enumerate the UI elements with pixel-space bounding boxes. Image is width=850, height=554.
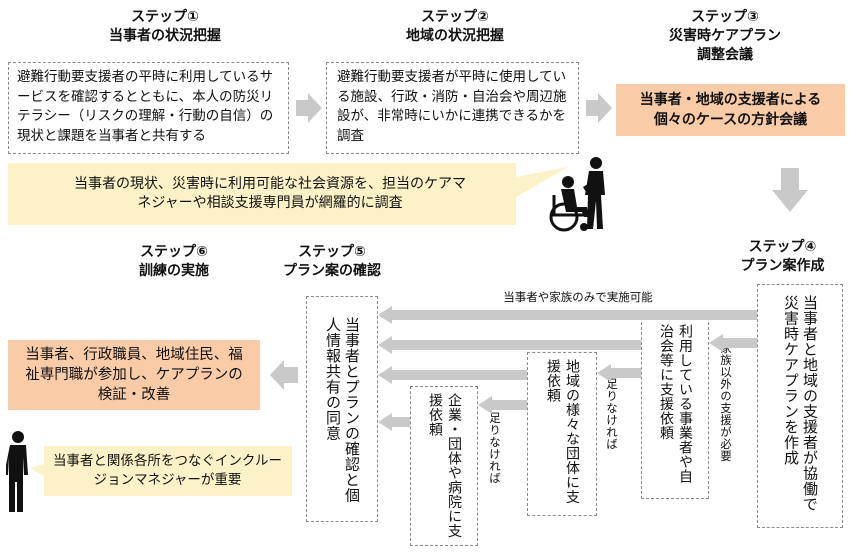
- plan-text: 当事者と地域の支援者が協働で災害時ケアプランを作成: [782, 295, 819, 512]
- callout-bottom-shape: [30, 446, 292, 496]
- standing-person-icon: [6, 431, 28, 512]
- training-box: 当事者、行政職員、地域住民、福祉専門職が参加し、ケアプランの検証・改善: [8, 340, 260, 410]
- confirm-text: 当事者とプランの確認と個人情報共有の同意: [324, 317, 361, 503]
- step3-box: 当事者・地域の支援者による個々のケースの方針会議: [616, 84, 845, 136]
- step6-title: ステップ⑥: [140, 244, 208, 260]
- step2-text: 避難行動要支援者が平時に使用している施設、行政・消防・自治会や周辺施設が、非常時…: [337, 69, 567, 144]
- training-text: 当事者、行政職員、地域住民、福祉専門職が参加し、ケアプランの検証・改善: [25, 347, 243, 403]
- step1-heading: ステップ① 当事者の状況把握: [95, 8, 235, 46]
- not-enough-text-2: 足りなければ: [488, 412, 502, 484]
- callout-top: 当事者の現状、災害時に利用可能な社会資源を、担当のケアマネジャーや相談支援専門員…: [70, 171, 470, 217]
- callout-bottom: 当事者と関係各所をつなぐインクルージョンマネジャーが重要: [50, 450, 285, 492]
- step4-subtitle: プラン案作成: [740, 258, 825, 274]
- step2-title: ステップ②: [421, 9, 489, 25]
- arrow-left-icon: [378, 413, 410, 431]
- step3-subtitle1: 災害時ケアプラン: [669, 28, 781, 44]
- callout-top-text: 当事者の現状、災害時に利用可能な社会資源を、担当のケアマネジャーや相談支援専門員…: [74, 175, 466, 212]
- step5-subtitle: プラン案の確認: [283, 263, 381, 279]
- step3-subtitle2: 調整会議: [697, 47, 753, 63]
- business-box: 利用している事業者や自治会等に支援依頼: [641, 317, 709, 499]
- arrow-left-icon: [378, 336, 641, 354]
- need-other-text: 家族以外の支援が必要: [719, 342, 733, 462]
- wheelchair-caregiver-icon: [549, 157, 605, 232]
- step1-title: ステップ①: [131, 9, 199, 25]
- confirm-box: 当事者とプランの確認と個人情報共有の同意: [306, 296, 378, 522]
- arrow-left-icon: [597, 364, 641, 382]
- step6-subtitle: 訓練の実施: [139, 263, 209, 279]
- plan-box: 当事者と地域の支援者が協働で災害時ケアプランを作成: [757, 284, 843, 528]
- need-other-label: 家族以外の支援が必要: [718, 342, 734, 492]
- business-text: 利用している事業者や自治会等に支援依頼: [658, 324, 693, 484]
- company-text: 企業・団体や病院に支援依頼: [427, 393, 462, 538]
- step2-subtitle: 地域の状況把握: [406, 28, 504, 44]
- callout-top-shape: [8, 163, 568, 225]
- not-enough-label-1: 足りなければ: [604, 378, 620, 478]
- step6-heading: ステップ⑥ 訓練の実施: [104, 243, 244, 281]
- only-self-label: 当事者や家族のみで実施可能: [478, 289, 678, 305]
- only-self-text: 当事者や家族のみで実施可能: [503, 290, 653, 304]
- step1-box: 避難行動要支援者の平時に利用しているサービスを確認するとともに、本人の防災リテラ…: [8, 62, 289, 154]
- step2-heading: ステップ② 地域の状況把握: [385, 8, 525, 46]
- arrow-right-icon: [296, 93, 322, 123]
- arrow-down-icon: [772, 168, 808, 212]
- step5-heading: ステップ⑤ プラン案の確認: [262, 243, 402, 281]
- step4-heading: ステップ④ プラン案作成: [720, 238, 845, 276]
- arrow-left-icon: [378, 306, 757, 324]
- arrow-left-icon: [709, 334, 757, 352]
- step4-title: ステップ④: [748, 239, 817, 255]
- step3-heading: ステップ③ 災害時ケアプラン 調整会議: [645, 8, 805, 65]
- not-enough-label-2: 足りなければ: [487, 412, 503, 512]
- step3-title: ステップ③: [691, 9, 759, 25]
- step2-box: 避難行動要支援者が平時に使用している施設、行政・消防・自治会や周辺施設が、非常時…: [326, 62, 579, 154]
- step1-text: 避難行動要支援者の平時に利用しているサービスを確認するとともに、本人の防災リテラ…: [17, 69, 274, 144]
- groups-text: 地域の様々な団体に支援依頼: [545, 359, 580, 504]
- arrow-right-icon: [586, 93, 612, 123]
- arrow-left-icon: [270, 360, 298, 390]
- step3-text: 当事者・地域の支援者による個々のケースの方針会議: [639, 92, 822, 128]
- not-enough-text-1: 足りなければ: [605, 378, 619, 450]
- arrow-left-icon: [378, 366, 527, 384]
- groups-box: 地域の様々な団体に支援依頼: [527, 352, 597, 516]
- company-box: 企業・団体や病院に支援依頼: [410, 386, 478, 546]
- step5-title: ステップ⑤: [298, 244, 366, 260]
- arrow-left-icon: [478, 396, 527, 414]
- step1-subtitle: 当事者の状況把握: [109, 28, 221, 44]
- callout-bottom-text: 当事者と関係各所をつなぐインクルージョンマネジャーが重要: [52, 453, 283, 488]
